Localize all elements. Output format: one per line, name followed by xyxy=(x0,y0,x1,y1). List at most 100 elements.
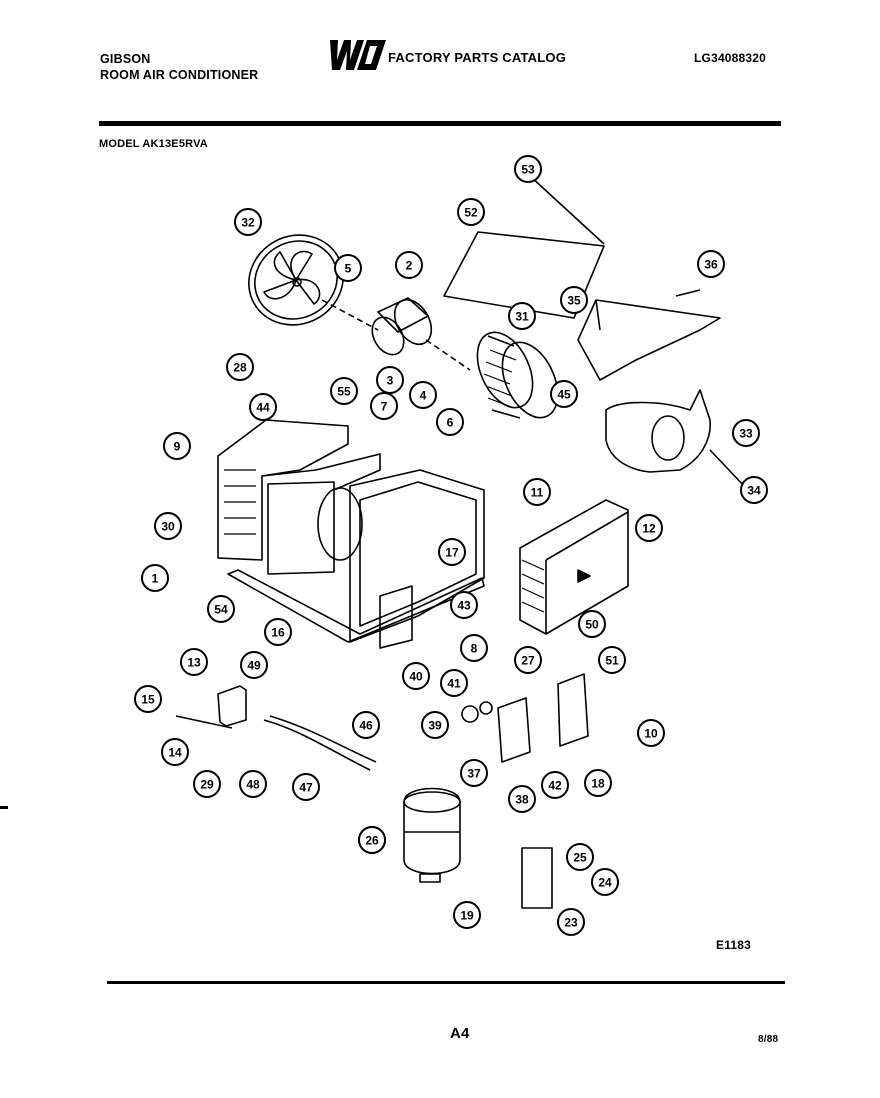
callout-40: 40 xyxy=(402,662,430,690)
callout-circle xyxy=(234,208,262,236)
callout-53: 53 xyxy=(514,155,542,183)
wire-harness-drawing xyxy=(263,715,377,771)
model-number: MODEL AK13E5RVA xyxy=(99,138,208,150)
brand-name: GIBSON xyxy=(100,52,151,66)
base-pan-drawing xyxy=(227,469,485,649)
callout-label: 34 xyxy=(747,484,761,498)
callout-17: 17 xyxy=(438,538,466,566)
compressor-drawing xyxy=(403,787,461,883)
callout-label: 4 xyxy=(420,389,427,403)
callout-label: 28 xyxy=(233,361,247,375)
callout-circle xyxy=(450,591,478,619)
callout-26: 26 xyxy=(358,826,386,854)
callout-label: 1 xyxy=(152,572,159,586)
callout-31: 31 xyxy=(508,302,536,330)
callout-label: 8 xyxy=(471,642,478,656)
callout-circle xyxy=(560,286,588,314)
callout-circle xyxy=(453,901,481,929)
callout-circle xyxy=(598,646,626,674)
callout-13: 13 xyxy=(180,648,208,676)
callout-label: 18 xyxy=(591,777,605,791)
scan-edge-mark xyxy=(0,806,8,809)
callout-15: 15 xyxy=(134,685,162,713)
callout-27: 27 xyxy=(514,646,542,674)
callout-label: 9 xyxy=(174,440,181,454)
callout-circle xyxy=(508,302,536,330)
callout-circle xyxy=(207,595,235,623)
callout-52: 52 xyxy=(457,198,485,226)
callout-48: 48 xyxy=(239,770,267,798)
callout-circle xyxy=(161,738,189,766)
callout-circle xyxy=(240,651,268,679)
callout-label: 25 xyxy=(573,851,587,865)
blower-wheel-drawing xyxy=(476,331,559,419)
callout-label: 2 xyxy=(406,259,413,273)
callout-circle xyxy=(134,685,162,713)
callout-12: 12 xyxy=(635,514,663,542)
callout-label: 23 xyxy=(564,916,578,930)
callout-42: 42 xyxy=(541,771,569,799)
callout-circle xyxy=(330,377,358,405)
callout-19: 19 xyxy=(453,901,481,929)
callout-circle xyxy=(395,251,423,279)
date-code: 8/88 xyxy=(758,1034,779,1045)
callout-label: 43 xyxy=(457,599,471,613)
callout-circle xyxy=(180,648,208,676)
callout-51: 51 xyxy=(598,646,626,674)
callout-circle xyxy=(740,476,768,504)
callout-label: 7 xyxy=(381,400,388,414)
callout-38: 38 xyxy=(508,785,536,813)
callout-label: 44 xyxy=(256,401,270,415)
callout-label: 10 xyxy=(644,727,658,741)
callout-circle xyxy=(239,770,267,798)
callout-39: 39 xyxy=(421,711,449,739)
callout-circle xyxy=(697,250,725,278)
callout-label: 27 xyxy=(521,654,535,668)
callout-49: 49 xyxy=(240,651,268,679)
callout-16: 16 xyxy=(264,618,292,646)
callout-54: 54 xyxy=(207,595,235,623)
callout-label: 24 xyxy=(598,876,612,890)
callout-11: 11 xyxy=(523,478,551,506)
callout-6: 6 xyxy=(436,408,464,436)
callout-29: 29 xyxy=(193,770,221,798)
callout-circle xyxy=(460,634,488,662)
wci-logo xyxy=(330,40,386,70)
callout-label: 55 xyxy=(337,385,351,399)
callout-circle xyxy=(732,419,760,447)
callout-55: 55 xyxy=(330,377,358,405)
callout-45: 45 xyxy=(550,380,578,408)
callout-36: 36 xyxy=(697,250,725,278)
callout-label: 40 xyxy=(409,670,423,684)
callout-circle xyxy=(249,393,277,421)
callout-label: 42 xyxy=(548,779,562,793)
product-type: ROOM AIR CONDITIONER xyxy=(100,68,259,82)
callout-circle xyxy=(370,392,398,420)
figure-code: E1183 xyxy=(716,938,752,952)
callout-23: 23 xyxy=(557,908,585,936)
callout-label: 53 xyxy=(521,163,535,177)
callout-circle xyxy=(508,785,536,813)
callout-circle xyxy=(550,380,578,408)
callout-circle xyxy=(334,254,362,282)
callout-label: 38 xyxy=(515,793,529,807)
callout-32: 32 xyxy=(234,208,262,236)
callout-34: 34 xyxy=(740,476,768,504)
callout-circle xyxy=(438,538,466,566)
callout-label: 30 xyxy=(161,520,175,534)
callout-label: 39 xyxy=(428,719,442,733)
callout-circle xyxy=(514,155,542,183)
callout-circle xyxy=(226,353,254,381)
control-panel-drawing xyxy=(461,673,589,763)
fan-motor-drawing xyxy=(321,297,471,371)
callout-7: 7 xyxy=(370,392,398,420)
callout-9: 9 xyxy=(163,432,191,460)
callout-18: 18 xyxy=(584,769,612,797)
scroll-housing-drawing xyxy=(605,389,747,489)
callout-circle xyxy=(637,719,665,747)
capacitor-drawing xyxy=(175,685,247,729)
callout-label: 51 xyxy=(605,654,619,668)
callout-label: 41 xyxy=(447,677,461,691)
callout-circle xyxy=(557,908,585,936)
